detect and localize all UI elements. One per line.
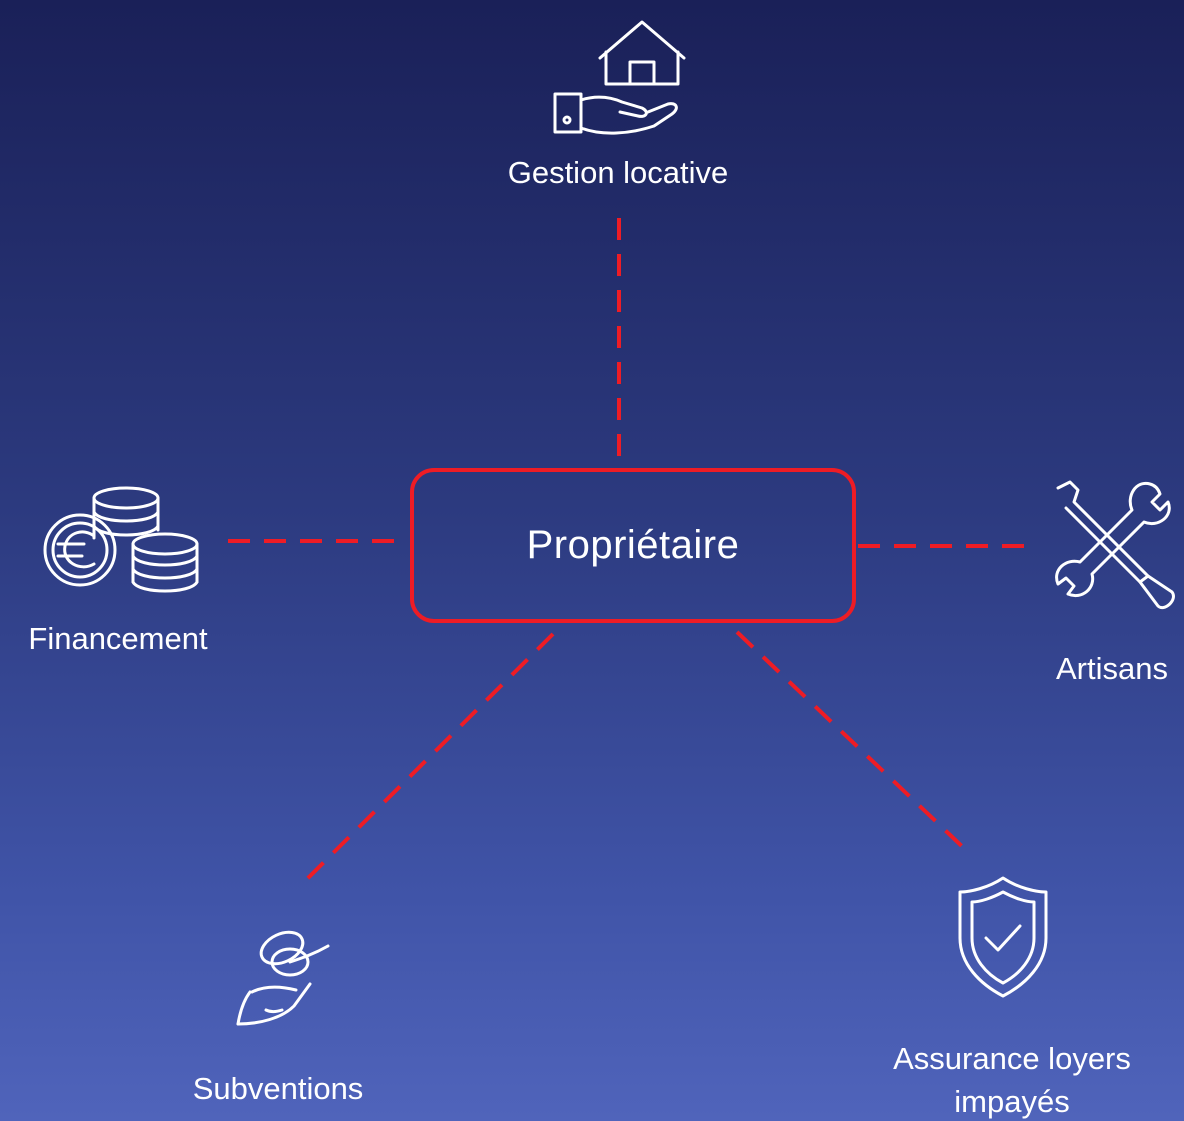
node-label-assurance-line1: Assurance loyers	[893, 1041, 1131, 1076]
house-in-hand-icon	[550, 8, 690, 138]
connector-assurance	[735, 630, 970, 854]
tools-icon	[1044, 474, 1184, 614]
shield-check-icon	[948, 872, 1058, 1002]
node-label-gestion: Gestion locative	[507, 155, 729, 190]
center-node: Propriétaire	[410, 468, 856, 623]
node-label-assurance-line2: impayés	[954, 1084, 1070, 1119]
node-label-artisans: Artisans	[1056, 651, 1168, 686]
connector-subventions	[298, 632, 555, 888]
node-label-financement: Financement	[28, 621, 208, 656]
node-label-subventions: Subventions	[192, 1071, 364, 1106]
euro-coins-icon	[40, 484, 205, 594]
coins-in-hand-icon	[230, 920, 340, 1040]
center-label: Propriétaire	[526, 523, 740, 567]
